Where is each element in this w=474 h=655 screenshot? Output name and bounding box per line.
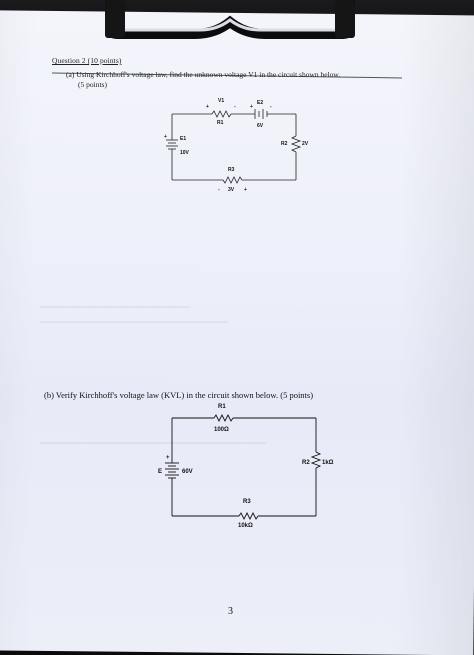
v1-plus: + xyxy=(206,104,209,110)
e1-plus: + xyxy=(164,134,167,140)
r3-label: R3 xyxy=(228,167,235,173)
b-e-plus: + xyxy=(166,455,170,461)
e1-value: 10V xyxy=(180,150,190,156)
e2-minus: - xyxy=(270,104,272,110)
b-r2-label: R2 xyxy=(302,460,310,466)
e2-label: E2 xyxy=(257,100,263,106)
r3-value: 3V xyxy=(228,187,235,193)
part-a-text: (a) Using Kirchhoff's voltage law, find … xyxy=(66,70,341,79)
e2-plus: + xyxy=(250,104,253,110)
r3-minus: - xyxy=(218,187,220,193)
worksheet-content: Question 2 (10 points) (a) Using Kirchho… xyxy=(40,56,402,617)
b-e-value: 60V xyxy=(182,469,193,475)
b-r3-label: R3 xyxy=(243,499,251,505)
page-number: 3 xyxy=(228,606,233,617)
clipboard-clip xyxy=(105,0,355,39)
b-r2-value: 1kΩ xyxy=(322,460,334,466)
circuit-b-diagram: R1 100Ω R2 1kΩ E 60V + R3 10kΩ xyxy=(158,404,334,529)
b-r1-value: 100Ω xyxy=(214,427,229,433)
r2-label: R2 xyxy=(281,141,288,147)
circuit-a-diagram: V1 + - R1 E2 6V + - E1 10V + R2 2V R3 3V… xyxy=(164,98,309,193)
part-b-text: (b) Verify Kirchhoff's voltage law (KVL)… xyxy=(44,390,314,400)
b-r1-label: R1 xyxy=(218,404,226,410)
r3-plus: + xyxy=(244,187,247,193)
r2-value: 2V xyxy=(302,141,309,147)
b-e-label: E xyxy=(158,469,162,475)
v1-label: V1 xyxy=(218,98,224,104)
e2-value: 6V xyxy=(257,123,264,129)
v1-minus: - xyxy=(234,104,236,110)
b-r3-value: 10kΩ xyxy=(238,523,253,529)
part-a-points: (5 points) xyxy=(78,80,107,89)
question-title: Question 2 (10 points) xyxy=(52,56,122,65)
e1-label: E1 xyxy=(180,136,186,142)
r1-label: R1 xyxy=(217,120,224,126)
